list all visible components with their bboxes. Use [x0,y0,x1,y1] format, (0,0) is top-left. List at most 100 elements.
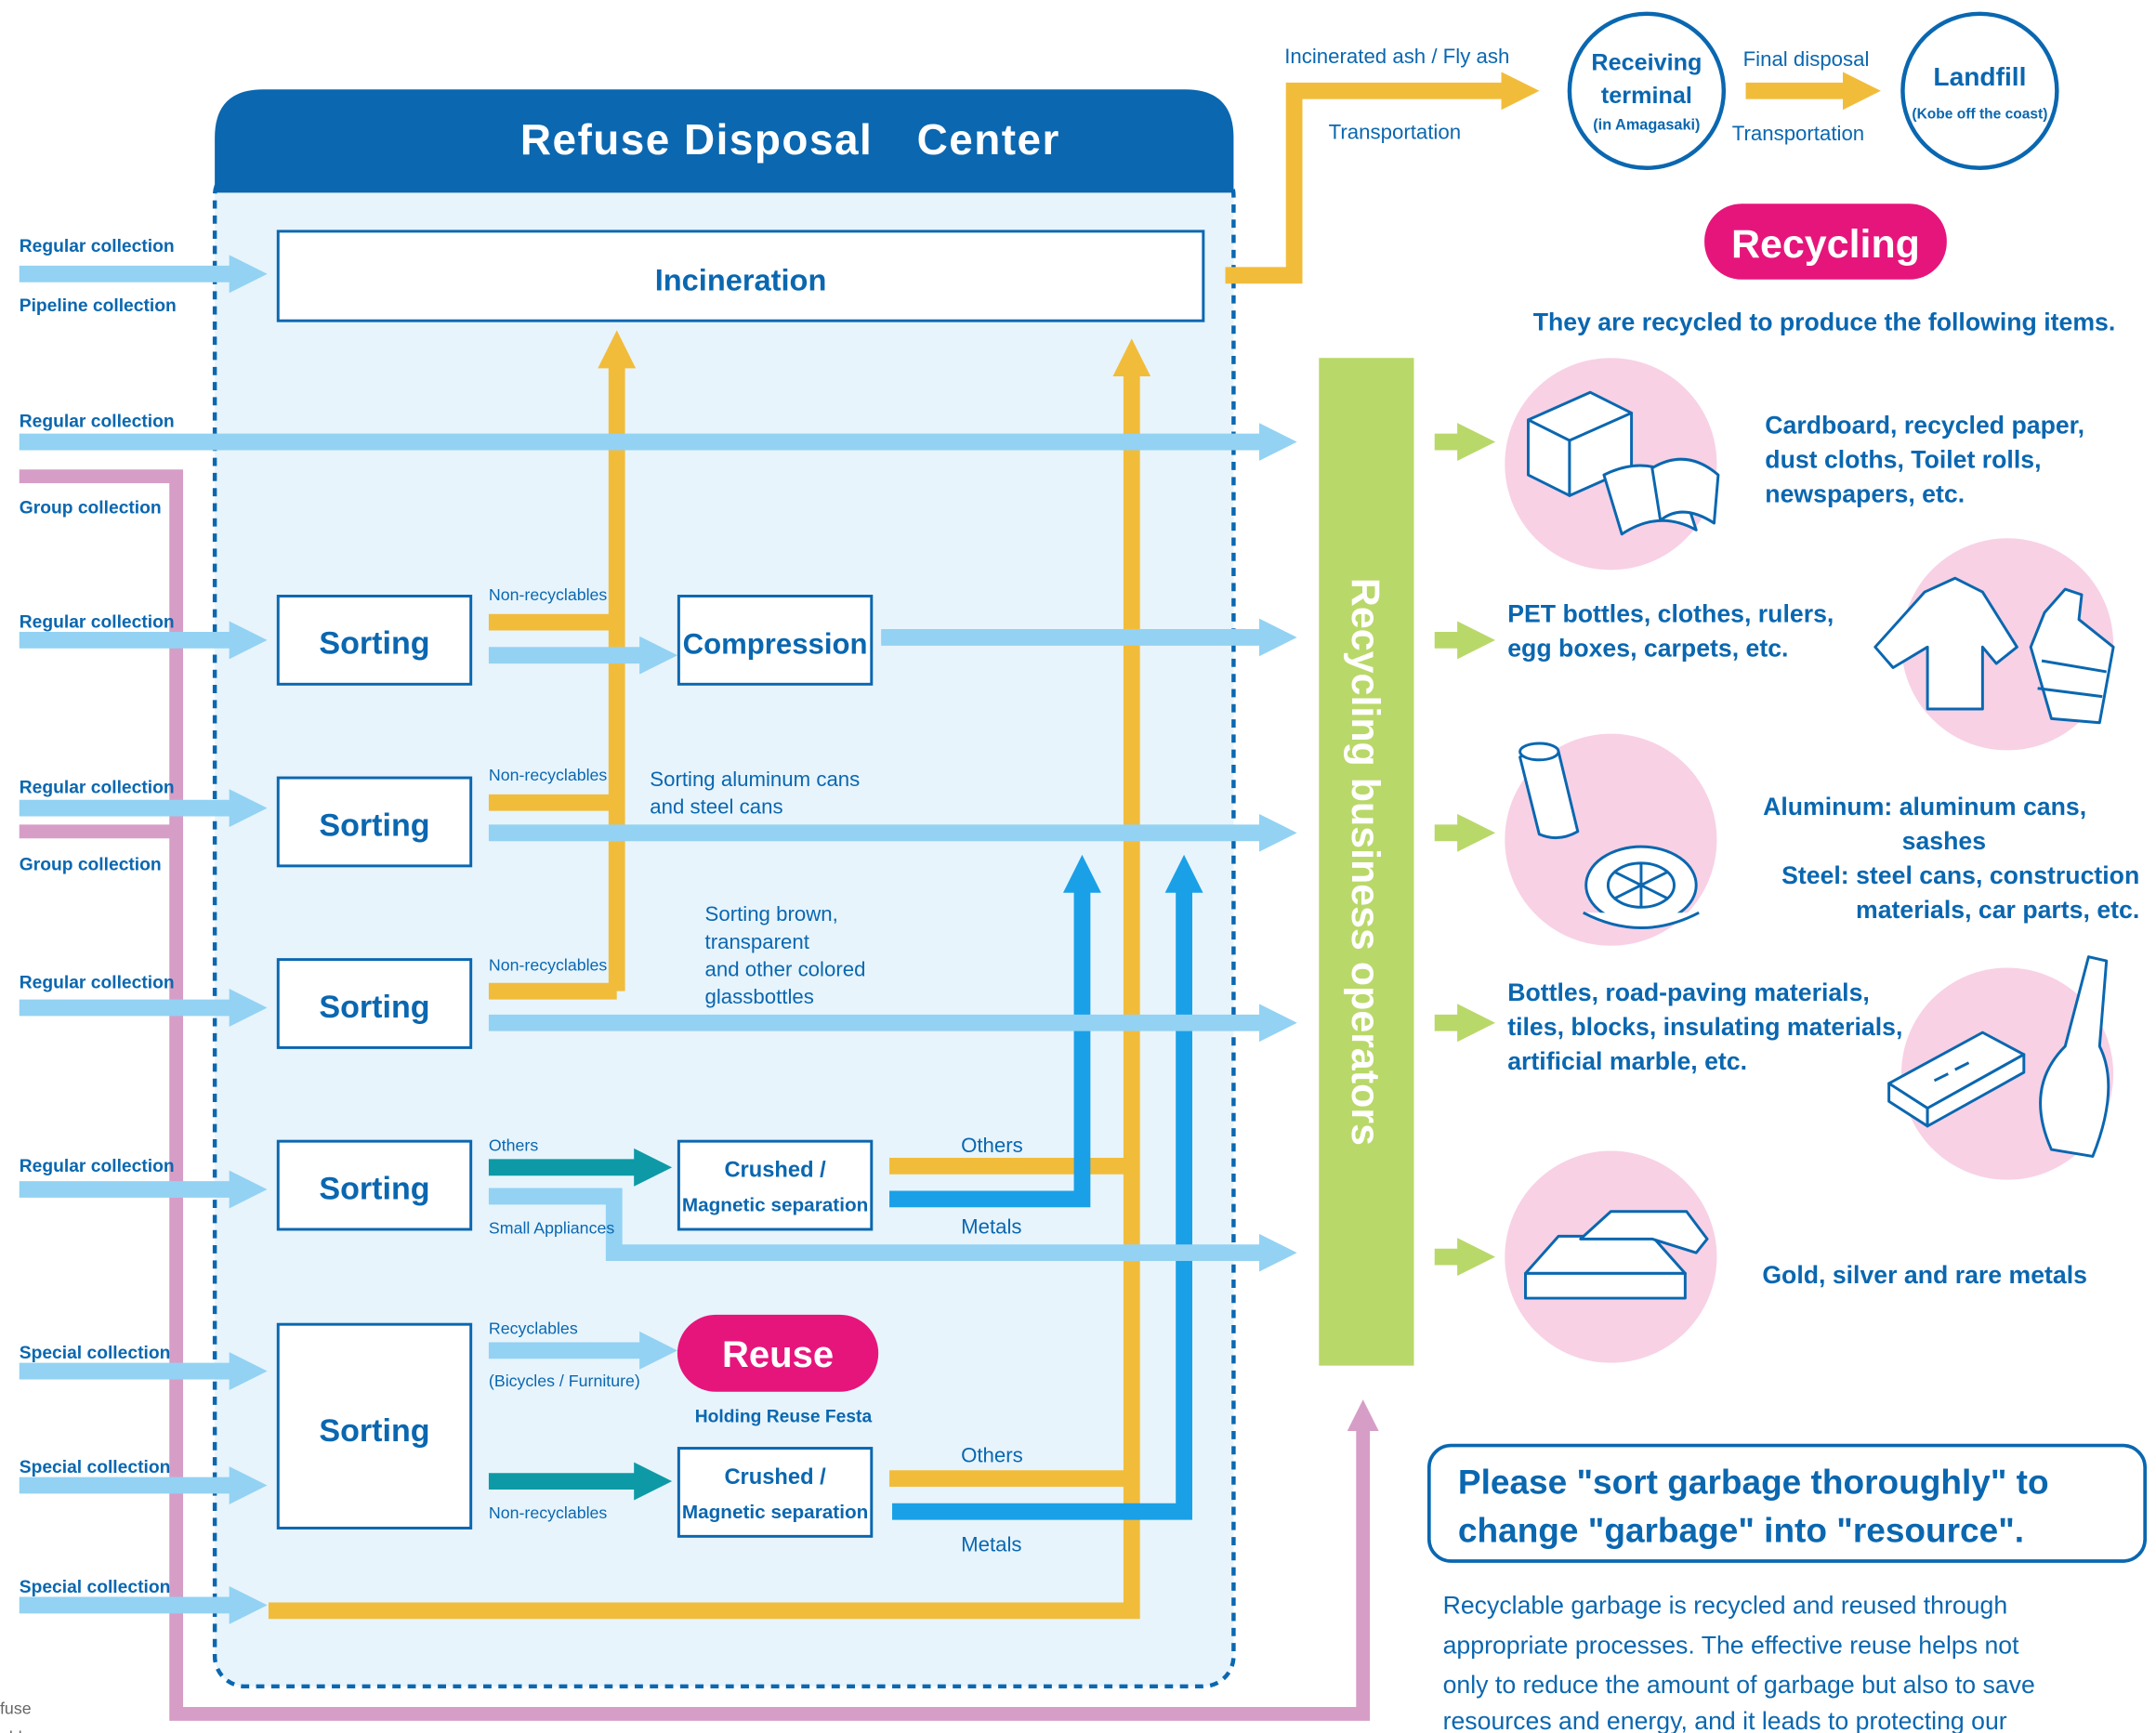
collection-label: Special collection [20,1344,171,1363]
sorting-cans-label-1: Sorting aluminum cans [650,768,860,791]
metals-arrow-1 [889,854,1101,1208]
recycled-items-text: Cardboard, recycled paper, dust cloths, … [1507,412,2139,1289]
cans-wheel-icon [1505,733,1717,946]
collection-label: Group collection [20,499,162,519]
receiving-terminal-circle [1567,11,1727,170]
bicycles-furniture-label: (Bicycles / Furniture) [489,1372,640,1390]
reuse-festa-label: Holding Reuse Festa [695,1407,873,1426]
residue-flows [268,72,1881,1620]
ash-transport-arrow [1225,72,1540,284]
sorting-glass-label-2: transparent [705,930,810,953]
item-3-line-3: Steel: steel cans, construction [1781,861,2139,889]
appliances-to-operators-arrow [488,1188,1297,1272]
non-recyclables-label: Non-recyclables [489,766,607,784]
reuse-label: Reuse [722,1334,834,1375]
cardboard-newspaper-icon [1505,358,1720,571]
operators-label: Recycling business operators [1343,578,1387,1146]
message-body-line-3: only to reduce the amount of garbage but… [1443,1671,2035,1699]
terminal-label-2: terminal [1601,83,1692,109]
flow-labels: Non-recyclables Non-recyclables Non-recy… [489,585,1023,1556]
recycling-header: Recycling They are recycled to produce t… [1533,203,2116,336]
item-2-line-2: egg boxes, carpets, etc. [1507,635,1788,663]
metals-label: Metals [961,1214,1021,1238]
sorting-label: Sorting [319,990,429,1025]
non-recyclables-label: Non-recyclables [489,1503,607,1522]
sorting-glass-label-1: Sorting brown, [705,902,838,926]
collection-label: Regular collection [20,974,175,993]
sorting-box-4: Sorting [276,1139,473,1231]
sorting-box-2: Sorting [276,776,473,868]
recyclables-label: Recyclables [489,1319,578,1338]
landfill-label: Landfill [1933,62,2026,91]
message-body-line-2: appropriate processes. The effective reu… [1443,1631,2019,1659]
sort-garbage-message: Please "sort garbage thoroughly" to chan… [1426,1443,2148,1733]
ash-disposal-section: Incinerated ash / Fly ash Transportation… [1284,11,2059,170]
center-header-bar [215,89,1234,193]
yellow-up-arrow-right [268,338,1151,1620]
crusher-box-2: Crushed / Magnetic separation [677,1447,874,1538]
compression-label: Compression [683,628,868,661]
others-label: Others [961,1443,1023,1466]
item-1-line-2: dust cloths, Toilet rolls, [1765,446,2041,474]
collection-label: Regular collection [20,1157,175,1176]
recycling-badge-label: Recycling [1731,222,1920,267]
non-recyclables-label: Non-recyclables [489,955,607,974]
incineration-label: Incineration [655,263,827,297]
corner-text-1: fuse [0,1699,32,1717]
message-line-2: change "garbage" into "resource". [1458,1510,2024,1549]
sorting-label: Sorting [319,1171,429,1206]
recycling-subtitle: They are recycled to produce the followi… [1533,309,2116,336]
item-3-line-4: materials, car parts, etc. [1856,896,2139,924]
crusher-label-1: Crushed / [724,1159,826,1183]
message-body-line-4: resources and energy, and it leads to pr… [1443,1707,2007,1733]
collection-label: Special collection [20,1458,171,1477]
collection-label: Regular collection [20,778,175,797]
item-4-line-2: tiles, blocks, insulating materials, [1507,1013,1902,1041]
metals-arrow-2 [892,854,1203,1520]
crusher-box-1: Crushed / Magnetic separation [677,1139,874,1231]
small-appliances-label: Small Appliances [489,1218,614,1237]
sorting-box-3: Sorting [276,958,473,1049]
sorting-cans-label-2: and steel cans [650,795,782,819]
collection-label: Group collection [20,855,162,874]
final-disposal-label: Final disposal [1743,47,1870,71]
metals-label: Metals [961,1533,1021,1556]
message-line-1: Please "sort garbage thoroughly" to [1458,1462,2049,1501]
sorting-glass-label-3: and other colored [705,957,866,980]
landfill-circle [1900,11,2059,170]
landfill-location-label: (Kobe off the coast) [1912,106,2047,122]
bottle-blocks-icon [1887,955,2114,1180]
corner-text-2: able [0,1728,32,1733]
sorting-label: Sorting [319,807,429,843]
purple-main-arrow [19,469,1379,1721]
item-4-line-3: artificial marble, etc. [1507,1047,1747,1075]
others-label: Others [961,1134,1023,1157]
item-3-line-2: sashes [1902,827,1986,855]
clothes-pet-bottles-icon [1873,538,2115,751]
crusher-label-2: Magnetic separation [682,1502,868,1523]
item-1-line-1: Cardboard, recycled paper, [1765,412,2084,440]
transportation-label: Transportation [1732,122,1864,145]
item-arrows [1434,423,1496,1277]
others-lines [889,1157,1132,1488]
terminal-label-3: (in Amagasaki) [1593,116,1700,133]
sorting-box-1: Sorting [276,595,473,686]
crusher-label-2: Magnetic separation [682,1195,868,1216]
sorting-glass-label-4: glassbottles [705,985,814,1008]
incinerated-ash-label: Incinerated ash / Fly ash [1284,45,1509,68]
metals-flows [889,854,1203,1520]
message-body-line-1: Recyclable garbage is recycled and reuse… [1443,1591,2008,1619]
non-recyclables-label: Non-recyclables [489,585,607,604]
collection-label: Regular collection [20,613,175,633]
item-5-line-1: Gold, silver and rare metals [1762,1261,2087,1289]
sorting-label: Sorting [319,626,429,662]
refuse-disposal-center-panel: Refuse Disposal Center [212,89,1236,1689]
collection-arrows [19,255,1297,1624]
center-title: Refuse Disposal Center [520,115,1060,164]
non-recyclable-lines [488,613,617,1000]
transportation-label: Transportation [1329,121,1461,144]
teal-flows [488,1148,673,1501]
sorting-box-5: Sorting [276,1322,473,1530]
